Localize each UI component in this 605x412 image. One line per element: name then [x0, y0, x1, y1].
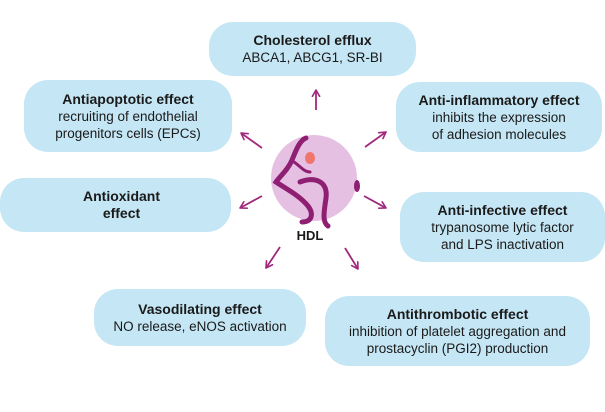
hdl-label: HDL [296, 228, 324, 243]
antithrombotic-desc-line1: inhibition of platelet aggregation and [349, 323, 566, 339]
cholesterol-efflux-box: Cholesterol efflux ABCA1, ABCG1, SR-BI [209, 22, 416, 76]
vasodilating-title: Vasodilating effect [138, 300, 262, 317]
anti-infective-desc-line1: trypanosome lytic factor [431, 219, 574, 235]
arrow-right [363, 195, 387, 209]
arrow-lower-left [265, 246, 281, 269]
antiapoptotic-desc-line2: progenitors cells (EPCs) [55, 125, 201, 141]
anti-inflammatory-box: Anti-inflammatory effect inhibits the ex… [396, 82, 602, 152]
antithrombotic-desc-line2: prostacyclin (PGI2) production [366, 340, 549, 356]
vasodilating-box: Vasodilating effect NO release, eNOS act… [94, 289, 306, 346]
cholesterol-efflux-desc: ABCA1, ABCG1, SR-BI [242, 50, 383, 65]
hdl-particle-icon [271, 135, 360, 229]
antiapoptotic-title: Antiapoptotic effect [62, 90, 194, 107]
arrow-left [239, 195, 263, 209]
antithrombotic-box: Antithrombotic effect inhibition of plat… [325, 296, 590, 366]
antithrombotic-title: Antithrombotic effect [386, 305, 529, 322]
antiapoptotic-desc-line1: recruiting of endothelial [58, 108, 198, 124]
anti-infective-desc-line2: and LPS inactivation [440, 236, 565, 252]
anti-inflammatory-title: Anti-inflammatory effect [418, 91, 580, 108]
antiapoptotic-box: Antiapoptotic effect recruiting of endot… [24, 80, 232, 152]
anti-infective-title: Anti-infective effect [437, 201, 568, 218]
arrow-upper-right [364, 131, 387, 148]
cholesterol-efflux-title: Cholesterol efflux [253, 32, 372, 48]
vasodilating-desc: NO release, eNOS activation [113, 318, 287, 334]
anti-inflammatory-desc-line2: of adhesion molecules [431, 126, 567, 142]
antioxidant-title-line2: effect [102, 205, 141, 221]
arrow-upper-left [240, 132, 263, 149]
anti-inflammatory-desc-line1: inhibits the expression [432, 109, 566, 125]
arrow-lower-right [344, 247, 359, 270]
antioxidant-title-line1: Antioxidant [83, 188, 160, 204]
anti-infective-box: Anti-infective effect trypanosome lytic … [400, 192, 605, 262]
antioxidant-box: Antioxidant effect [0, 178, 231, 232]
